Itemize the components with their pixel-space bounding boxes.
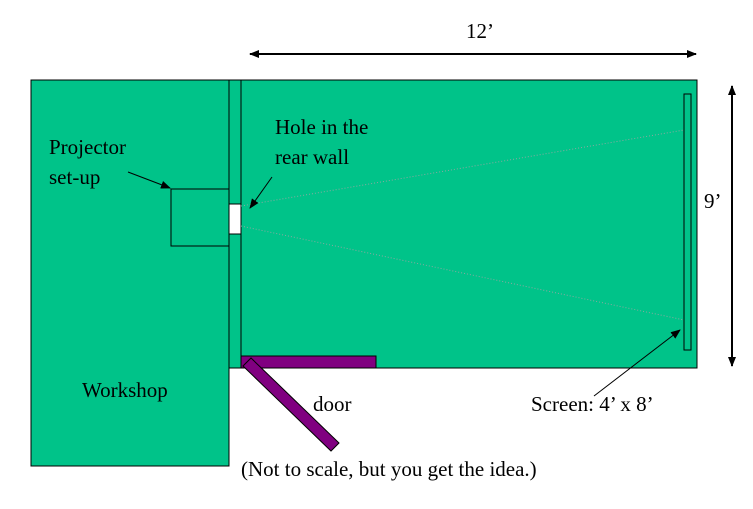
projector-label-line2: set-up: [49, 165, 100, 189]
screen-callout-arrow: [593, 329, 681, 397]
workshop-room: [30, 79, 230, 467]
hole-label-line1: Hole in the: [275, 115, 368, 139]
screen-label: Screen: 4’ x 8’: [531, 392, 654, 416]
projector-callout-arrow: [127, 171, 171, 189]
light-beam-bottom: [240, 225, 685, 321]
note-label: (Not to scale, but you get the idea.): [241, 457, 537, 481]
width-dimension-label: 12’: [466, 19, 494, 43]
workshop-label: Workshop: [82, 378, 168, 402]
projector-label-line1: Projector: [49, 135, 126, 159]
door-label: door: [313, 392, 352, 416]
height-dimension-label: 9’: [704, 189, 722, 213]
hole-label-line2: rear wall: [275, 145, 349, 169]
hole-callout-arrow: [249, 176, 273, 209]
door-panel: [242, 357, 340, 452]
projector-setup-box: [170, 188, 230, 247]
theater-room: [228, 79, 698, 369]
door-frame: [240, 355, 377, 369]
wall-hole: [228, 203, 242, 235]
projection-screen: [683, 93, 692, 351]
